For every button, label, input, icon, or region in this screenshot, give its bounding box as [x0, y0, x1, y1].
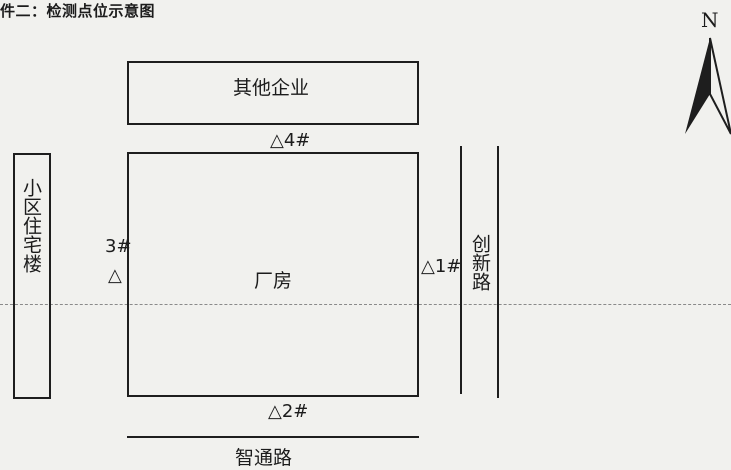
zhitong-road-label: 智通路	[235, 447, 293, 469]
other-company-label: 其他企业	[233, 77, 310, 99]
zhitong-road-line	[127, 436, 419, 438]
point-4-label: △4#	[270, 130, 311, 151]
chuangxin-road-line-right	[497, 146, 499, 398]
point-2-label: △2#	[268, 401, 309, 422]
point-3-marker: △	[108, 265, 122, 286]
dashed-line	[0, 304, 731, 305]
chuangxin-road-line-left	[460, 146, 462, 394]
north-label: N	[701, 8, 719, 32]
residential-building-label: 小区住宅楼	[20, 178, 42, 273]
other-company-box	[127, 61, 419, 125]
diagram-title: 件二：检测点位示意图	[0, 2, 156, 20]
chuangxin-road-label: 创新路	[469, 234, 491, 291]
point-1-label: △1#	[421, 256, 462, 277]
north-arrow-icon	[685, 37, 731, 135]
residential-building-box	[13, 153, 51, 399]
factory-label: 厂房	[254, 270, 293, 292]
point-3-number: 3#	[105, 236, 132, 257]
factory-box	[127, 152, 419, 397]
